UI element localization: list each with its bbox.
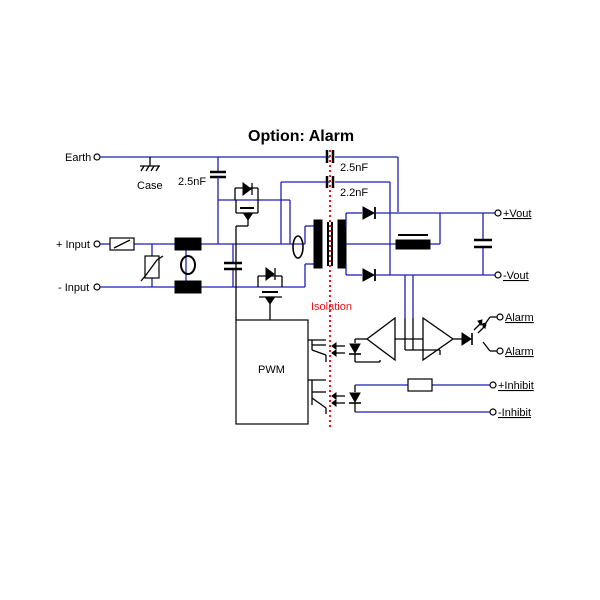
alarm-terminal-2: Alarm [496,346,534,358]
output-diode-2 [362,268,376,282]
minus-input-terminal: - Input [58,282,101,294]
input-capacitor [224,261,242,271]
isolation-barrier: Isolation [311,150,352,430]
earth-wire [100,156,399,212]
isolation-label: Isolation [311,301,352,313]
case-label: Case [137,180,163,192]
capacitor-input-earth: 2.5nF [178,170,226,188]
minus-vout-terminal: -Vout [494,270,529,282]
alarm-terminal-1: Alarm [496,312,534,324]
minus-inhibit-terminal: -Inhibit [489,407,531,419]
input-fuse [109,237,135,251]
input-wires [100,177,330,288]
alarm-label-2: Alarm [505,346,534,358]
minus-inhibit-label: -Inhibit [498,407,531,419]
inhibit-wires [355,384,490,413]
diagram-title: Option: Alarm [248,128,354,145]
inhibit-resistor [407,378,433,392]
alarm-label-1: Alarm [505,312,534,324]
cap-iso-1-label: 2.5nF [340,162,368,174]
output-wires [335,181,495,318]
mosfet-switch-1 [234,182,259,320]
input-varistor [140,255,164,282]
output-choke [395,234,431,250]
pwm-controller: PWM [235,319,327,425]
plus-inhibit-terminal: +Inhibit [489,380,534,392]
plus-vout-terminal: +Vout [494,208,531,220]
plus-inhibit-label: +Inhibit [498,380,534,392]
earth-terminal: Earth [65,152,101,164]
output-diode-1 [362,206,376,220]
alarm-relay-output [461,316,498,352]
minus-vout-label: -Vout [503,270,529,282]
output-capacitor [474,238,492,249]
mosfet-switch-2 [257,267,283,320]
minus-input-label: - Input [58,282,89,294]
capacitor-isolation-1: 2.5nF [325,150,368,174]
inhibit-optocoupler [331,385,361,412]
plus-vout-label: +Vout [503,208,531,220]
alarm-comparator-2 [404,316,462,362]
alarm-comparator-1 [365,316,423,362]
cap-iso-2-label: 2.2nF [340,187,368,199]
current-sense-transformer [292,235,304,259]
earth-label: Earth [65,152,91,164]
plus-input-label: + Input [56,239,90,251]
input-common-mode-choke [174,237,202,294]
cap-input-earth-label: 2.5nF [178,176,206,188]
pwm-label: PWM [258,364,285,376]
plus-input-terminal: + Input [56,239,101,251]
capacitor-isolation-2: 2.2nF [325,176,368,199]
case-ground-symbol: Case [137,157,163,192]
alarm-optocoupler [331,338,381,363]
